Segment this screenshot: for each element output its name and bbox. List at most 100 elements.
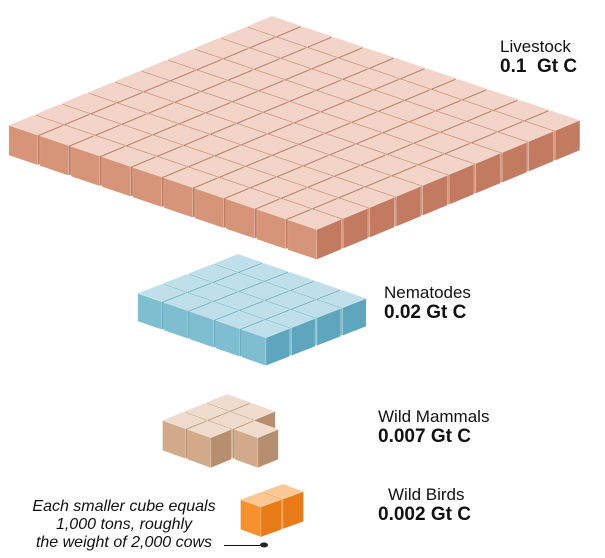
cube-top-face <box>240 300 291 319</box>
cube-top-face <box>322 101 378 122</box>
cube-top-face <box>375 79 431 100</box>
small-cube-marker-icon <box>260 542 268 548</box>
nematodes-cubes <box>136 253 368 367</box>
wild-birds-value: 0.002 Gt C <box>378 503 471 525</box>
cube-top-face <box>186 420 233 439</box>
cube-top-face <box>261 483 305 500</box>
cube-top-face <box>211 123 267 145</box>
cube-top-face <box>282 47 338 69</box>
cube-top-face <box>240 319 291 338</box>
cube-top-face <box>213 272 264 291</box>
cube-top-face <box>348 90 404 111</box>
wild-birds-label: Wild Birds 0.002 Gt C <box>378 485 471 526</box>
cube-top-face <box>238 112 294 134</box>
cube-top-face <box>242 134 298 155</box>
cube-top-face <box>317 79 373 101</box>
cube-right-face <box>342 207 369 249</box>
livestock-cubes <box>8 15 581 260</box>
cube-top-face <box>205 393 252 412</box>
cube-top-face <box>136 283 187 302</box>
cube-top-face <box>472 132 528 153</box>
cube-top-face <box>96 124 152 146</box>
cube-top-face <box>101 146 157 167</box>
wild-mammals-cube <box>233 420 280 469</box>
cube-top-face <box>313 58 369 79</box>
unit-note-line: Each smaller cube equals <box>32 498 216 515</box>
cube-top-face <box>230 402 277 421</box>
cube-right-face <box>369 196 395 238</box>
cube-top-face <box>213 253 264 272</box>
cube-top-face <box>335 165 391 187</box>
cube-top-face <box>70 135 126 157</box>
cube-top-face <box>161 411 208 430</box>
cube-top-face <box>127 135 183 156</box>
cube-top-face <box>216 145 272 166</box>
cube-right-face <box>448 163 475 205</box>
cube-top-face <box>463 89 519 110</box>
cube-top-face <box>419 154 475 175</box>
nematodes-label: Nematodes 0.02 Gt C <box>384 283 471 324</box>
cube-top-face <box>202 80 258 102</box>
cube-top-face <box>362 154 418 176</box>
cube-top-face <box>220 166 276 188</box>
cube-top-face <box>287 209 343 230</box>
cube-top-face <box>331 144 387 165</box>
cube-top-face <box>208 411 255 430</box>
cube-top-face <box>224 48 280 69</box>
cube-top-face <box>158 145 214 167</box>
wild-birds-cubes <box>239 483 305 538</box>
cube-top-face <box>384 122 440 143</box>
cube-top-face <box>441 121 497 143</box>
cube-top-face <box>410 111 466 132</box>
cube-top-face <box>291 299 342 318</box>
cube-top-face <box>214 291 265 310</box>
cube-top-face <box>256 198 312 220</box>
nematodes-value: 0.02 Gt C <box>384 301 467 323</box>
cube-top-face <box>92 103 148 124</box>
cube-top-face <box>415 132 471 154</box>
cube-top-face <box>65 114 121 135</box>
cube-top-face <box>273 144 329 166</box>
cube-top-face <box>344 68 400 90</box>
cube-top-face <box>207 102 263 123</box>
wild-mammals-name: Wild Mammals <box>378 407 490 426</box>
cube-top-face <box>266 309 317 328</box>
unit-note: Each smaller cube equals 1,000 tons, rou… <box>14 498 234 552</box>
cube-top-face <box>437 100 493 121</box>
cube-top-face <box>233 91 289 112</box>
nematodes-name: Nematodes <box>384 283 471 302</box>
cube-top-face <box>494 99 550 121</box>
wild-birds-name: Wild Birds <box>388 485 465 504</box>
cube-top-face <box>251 177 307 198</box>
cube-right-face <box>316 218 342 260</box>
wild-birds-cube <box>239 491 283 538</box>
cube-top-face <box>187 263 238 282</box>
cube-top-face <box>171 70 227 91</box>
cube-top-face <box>269 123 325 144</box>
cube-top-face <box>317 289 368 308</box>
cube-top-face <box>291 280 342 299</box>
cube-top-face <box>8 114 64 136</box>
cube-right-face <box>395 185 422 227</box>
cube-right-face <box>210 428 232 469</box>
livestock-name: Livestock <box>500 37 571 56</box>
cube-top-face <box>295 112 351 133</box>
cube-top-face <box>229 69 285 91</box>
unit-note-line: the weight of 2,000 cows <box>35 533 213 551</box>
cube-top-face <box>185 134 241 156</box>
cube-top-face <box>114 70 170 92</box>
cube-top-face <box>132 156 188 178</box>
cube-top-face <box>214 310 265 329</box>
cube-top-face <box>162 273 213 292</box>
cube-top-face <box>176 91 232 113</box>
wild-mammals-value: 0.007 Gt C <box>378 425 471 447</box>
livestock-label: Livestock 0.1 Gt C <box>500 37 577 78</box>
cube-top-face <box>180 113 236 134</box>
cube-top-face <box>313 198 369 219</box>
cube-top-face <box>140 59 196 81</box>
cube-top-face <box>255 58 311 80</box>
wild-mammals-label: Wild Mammals 0.007 Gt C <box>378 407 490 448</box>
cube-top-face <box>525 110 581 131</box>
cube-top-face <box>277 26 333 47</box>
